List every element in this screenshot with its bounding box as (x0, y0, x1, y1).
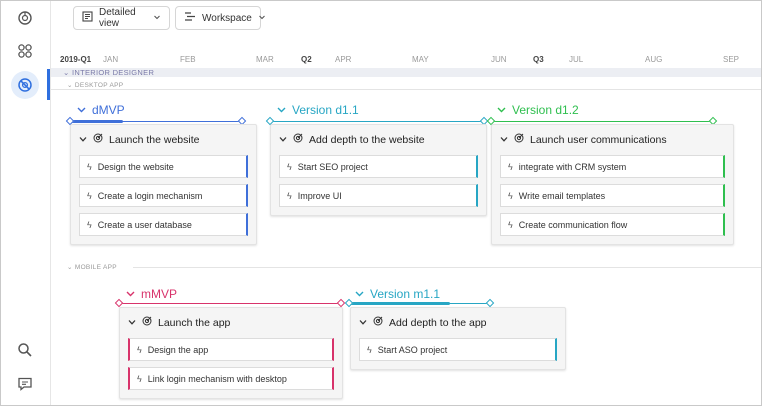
sidebar (1, 1, 51, 405)
chevron-down-icon (277, 103, 286, 117)
milestone-title[interactable]: mMVP (126, 287, 177, 301)
month-label: JUL (569, 55, 584, 64)
epic-header[interactable]: Launch the website (79, 133, 199, 146)
epic-header[interactable]: Add depth to the app (359, 316, 487, 329)
month-label: FEB (180, 55, 196, 64)
milestone-progress (71, 120, 123, 123)
milestone-span (271, 121, 485, 122)
chevron-down-icon (79, 134, 87, 146)
logo-icon[interactable] (11, 4, 39, 32)
roadmap-timeline: 2019-Q1 JAN FEB MAR Q2 APR MAY JUN Q3 JU… (51, 35, 761, 405)
month-label: MAY (412, 55, 429, 64)
timeline-header: 2019-Q1 JAN FEB MAR Q2 APR MAY JUN Q3 JU… (51, 53, 761, 67)
milestone-span (71, 121, 243, 122)
feedback-icon[interactable] (11, 370, 39, 398)
bolt-icon: ϟ (287, 190, 292, 201)
view-label: Detailed view (99, 7, 136, 29)
month-label: AUG (645, 55, 663, 64)
roadmap-icon[interactable] (11, 71, 39, 99)
bolt-icon: ϟ (87, 190, 92, 201)
apps-icon[interactable] (11, 37, 39, 65)
chevron-down-icon (126, 287, 135, 301)
target-icon (514, 133, 524, 146)
workspace-label: Workspace (202, 12, 252, 24)
milestone-title[interactable]: Version d1.2 (497, 103, 579, 117)
chevron-down-icon (500, 134, 508, 146)
view-icon (82, 11, 93, 25)
chevron-down-icon (279, 134, 287, 146)
bolt-icon: ϟ (508, 219, 513, 230)
chevron-down-icon (153, 13, 161, 24)
month-label: JUN (491, 55, 507, 64)
sublane-divider (133, 267, 761, 268)
epic-header[interactable]: Launch user communications (500, 133, 667, 146)
view-dropdown[interactable]: Detailed view (73, 6, 170, 30)
workspace-icon (184, 11, 196, 25)
sublane-header-desktop[interactable]: ⌄ DESKTOP APP (67, 82, 124, 89)
sublane-header-mobile[interactable]: ⌄ MOBILE APP (67, 264, 117, 271)
chevron-down-icon (128, 317, 136, 329)
lane-label: ⌄ INTERIOR DESIGNER (63, 68, 155, 77)
chevron-down-icon (497, 103, 506, 117)
bolt-icon: ϟ (367, 344, 372, 355)
milestone-start-marker[interactable] (114, 298, 124, 308)
epic-header[interactable]: Add depth to the website (279, 133, 425, 146)
target-icon (142, 316, 152, 329)
bolt-icon: ϟ (287, 161, 292, 172)
search-icon[interactable] (11, 336, 39, 364)
month-label: APR (335, 55, 352, 64)
quarter-label: 2019-Q1 (60, 55, 92, 64)
milestone-title[interactable]: dMVP (77, 103, 125, 117)
milestone-span (492, 121, 714, 122)
bolt-icon: ϟ (137, 373, 142, 384)
workspace-dropdown[interactable]: Workspace (175, 6, 265, 30)
bolt-icon: ϟ (87, 219, 92, 230)
month-label: MAR (256, 55, 274, 64)
milestone-progress (350, 302, 450, 305)
target-icon (93, 133, 103, 146)
bolt-icon: ϟ (137, 344, 142, 355)
quarter-label: Q2 (301, 55, 312, 64)
milestone-title[interactable]: Version d1.1 (277, 103, 359, 117)
bolt-icon: ϟ (508, 190, 513, 201)
epic-header[interactable]: Launch the app (128, 316, 230, 329)
milestone-end-marker[interactable] (485, 298, 495, 308)
bolt-icon: ϟ (87, 161, 92, 172)
quarter-label: Q3 (533, 55, 544, 64)
chevron-down-icon (258, 13, 266, 24)
sublane-divider (51, 89, 761, 90)
month-label: JAN (103, 55, 119, 64)
target-icon (373, 316, 383, 329)
chevron-down-icon (355, 287, 364, 301)
lane-header[interactable]: ⌄ INTERIOR DESIGNER (51, 68, 761, 77)
bolt-icon: ϟ (508, 161, 513, 172)
chevron-down-icon (77, 103, 86, 117)
milestone-title[interactable]: Version m1.1 (355, 287, 440, 301)
toolbar: Detailed view Workspace (51, 1, 761, 35)
target-icon (293, 133, 303, 146)
chevron-down-icon (359, 317, 367, 329)
milestone-span (120, 303, 342, 304)
milestone-start-marker[interactable] (344, 298, 354, 308)
active-indicator (47, 69, 50, 100)
month-label: SEP (723, 55, 740, 64)
